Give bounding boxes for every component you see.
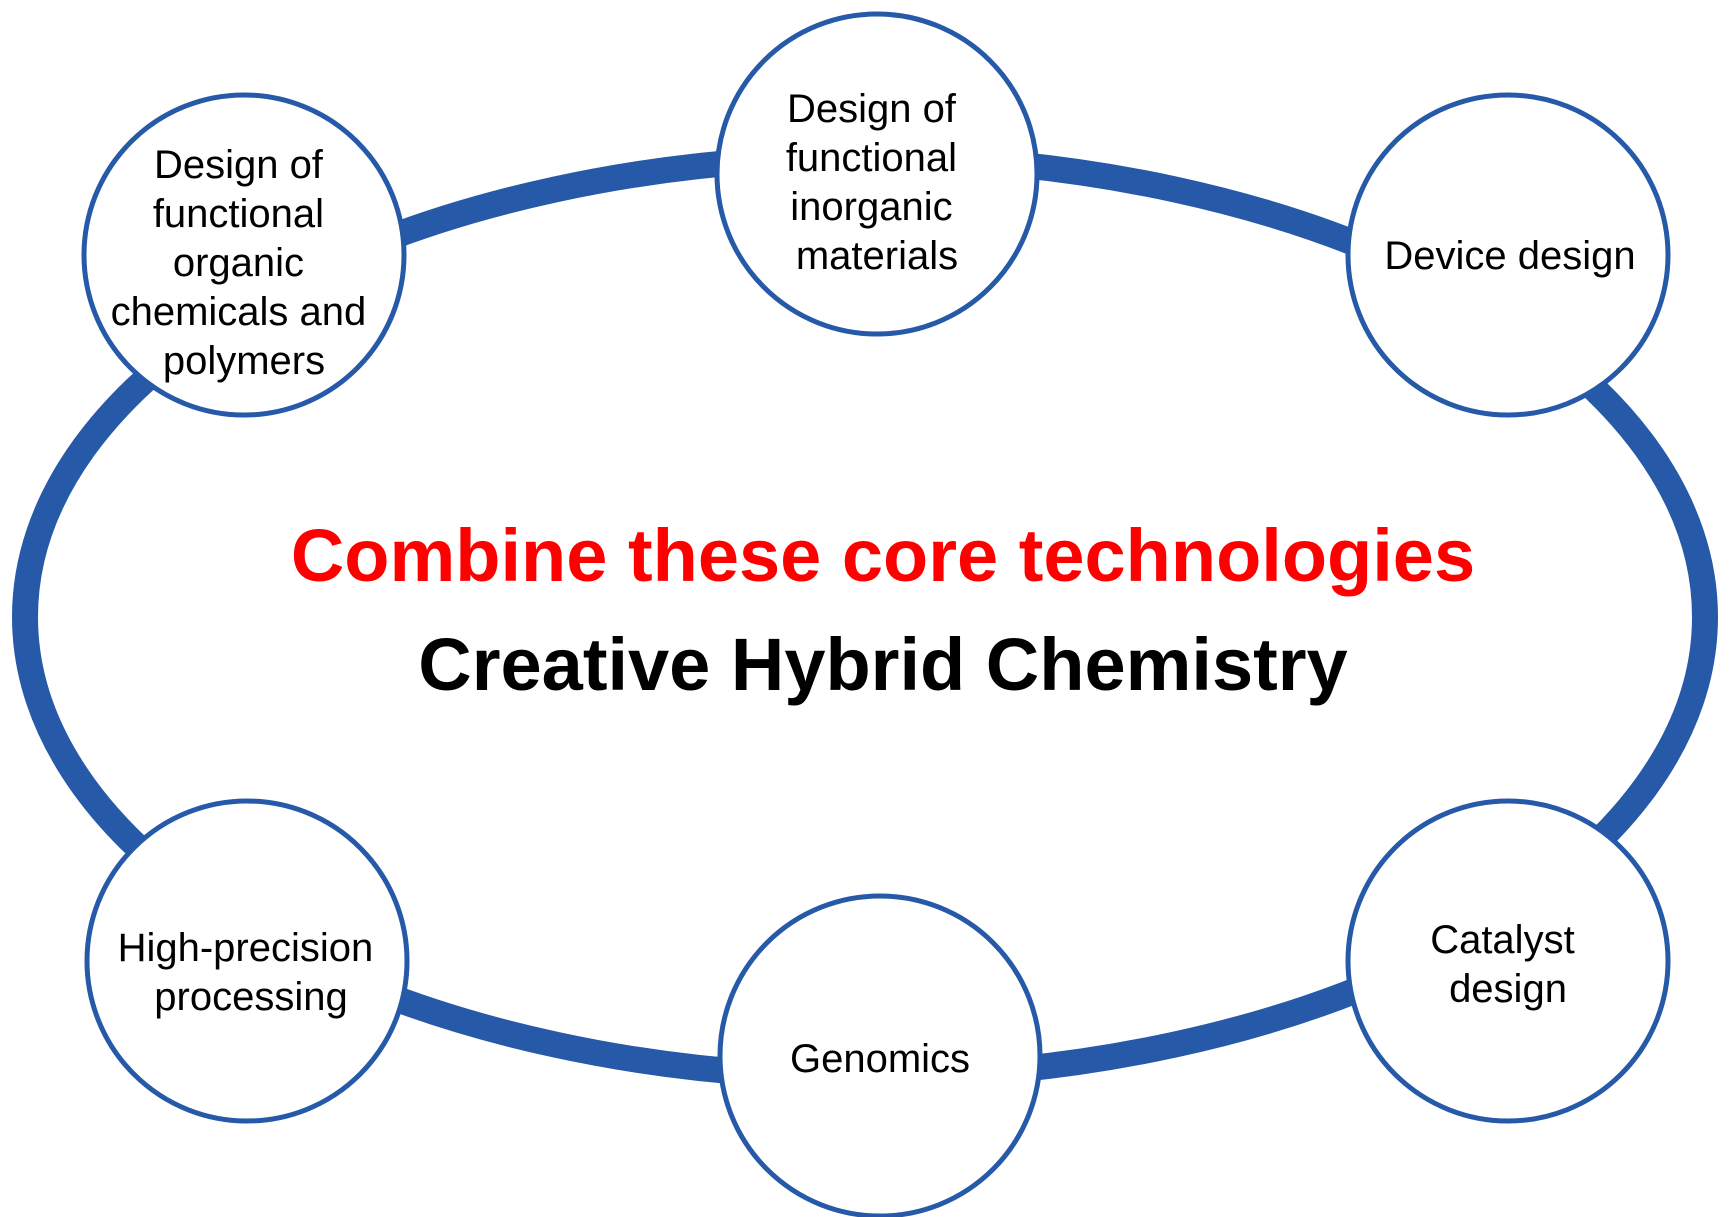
node-label: Genomics (790, 1037, 970, 1081)
node-inorganic: Design of functional inorganic materials (714, 11, 1040, 337)
headline-accent: Combine these core technologies (291, 514, 1475, 597)
node-label-line: processing (154, 975, 347, 1019)
node-label-line: functional (786, 136, 957, 180)
node-label-line: polymers (163, 339, 325, 383)
node-label-line: Device design (1384, 234, 1635, 278)
node-label-line: organic (173, 241, 304, 285)
node-circle (84, 798, 410, 1124)
node-organic: Design of functional organic chemicals a… (81, 92, 407, 418)
node-circle (717, 893, 1043, 1217)
node-circle (714, 11, 1040, 337)
node-label-line: Catalyst (1430, 918, 1575, 962)
node-label-line: design (1449, 967, 1567, 1011)
node-circle (1345, 798, 1671, 1124)
node-label-line: Genomics (790, 1037, 970, 1081)
node-circle (81, 92, 407, 418)
node-genomics: Genomics (717, 893, 1043, 1217)
node-label: Device design (1384, 234, 1635, 278)
node-label: Catalyst design (1430, 918, 1586, 1011)
node-label-line: chemicals and (111, 290, 367, 334)
node-circle (1345, 92, 1671, 418)
node-label-line: Design of (787, 87, 957, 131)
headline-main: Creative Hybrid Chemistry (418, 623, 1347, 706)
node-label-line: functional (153, 192, 324, 236)
node-device: Device design (1345, 92, 1671, 418)
node-label: Design of functional organic chemicals a… (111, 143, 378, 383)
node-label-line: High-precision (118, 926, 374, 970)
node-catalyst: Catalyst design (1345, 798, 1671, 1124)
node-label-line: inorganic (790, 185, 952, 229)
node-label: Design of functional inorganic materials (786, 87, 968, 278)
node-label-line: Design of (154, 143, 324, 187)
node-label: High-precision processing (118, 926, 385, 1019)
node-label-line: materials (796, 234, 958, 278)
node-processing: High-precision processing (84, 798, 410, 1124)
